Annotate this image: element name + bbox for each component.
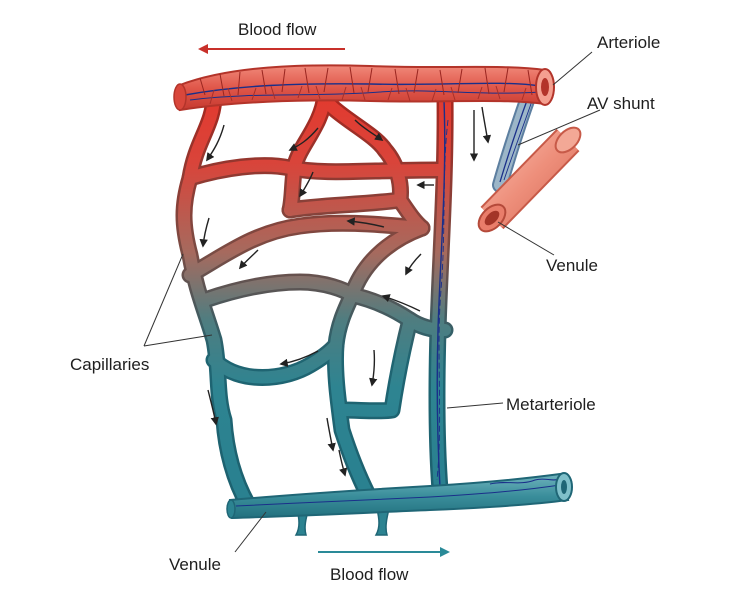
capillaries-label: Capillaries bbox=[70, 355, 150, 374]
arteriole-vessel bbox=[173, 64, 555, 112]
label-leader-lines bbox=[143, 51, 601, 553]
arteriole-label: Arteriole bbox=[597, 33, 661, 52]
venule-right-label: Venule bbox=[546, 256, 598, 275]
capillary-network bbox=[178, 89, 452, 511]
blood-flow-label-bottom: Blood flow bbox=[330, 565, 409, 584]
av-shunt-label: AV shunt bbox=[587, 94, 655, 113]
metarteriole-label: Metarteriole bbox=[506, 395, 596, 414]
venule-bottom-vessel bbox=[226, 472, 573, 536]
venule-bottom-label: Venule bbox=[169, 555, 221, 574]
capillary-flow-arrows bbox=[199, 106, 492, 477]
venule-right-vessel bbox=[477, 126, 582, 233]
blood-flow-label-top: Blood flow bbox=[238, 20, 317, 39]
metarteriole-vessel-lines-2 bbox=[436, 119, 449, 481]
